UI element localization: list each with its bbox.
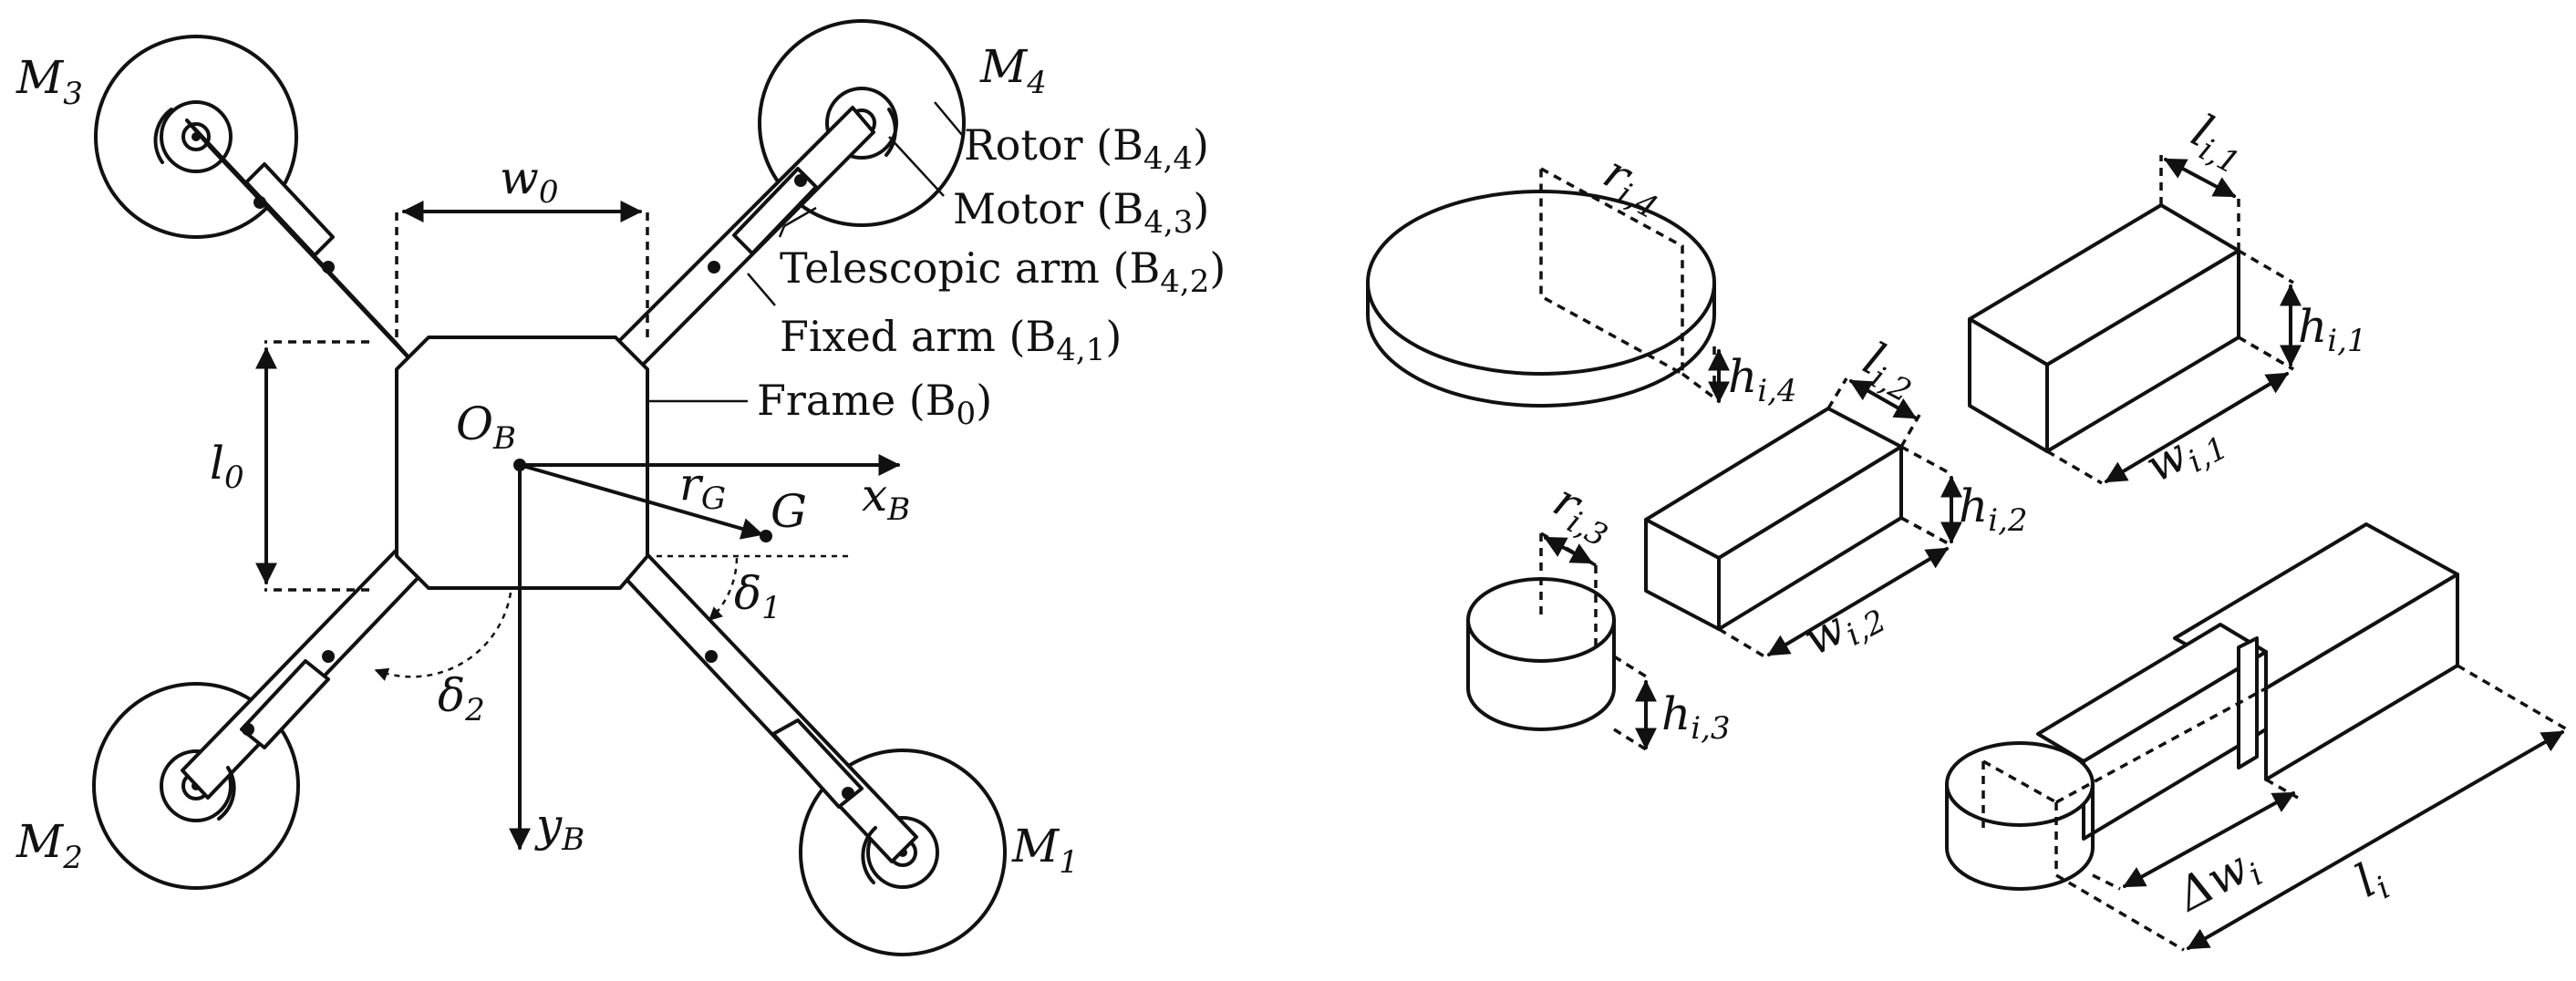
label-h-i1: hi,1 xyxy=(2298,300,2367,359)
rg-vector xyxy=(518,463,764,540)
label-rg: rG xyxy=(679,458,726,517)
motor-cylinder xyxy=(1466,532,1657,754)
callout-telescopic-arm: Telescopic arm (B4,2) xyxy=(780,243,1226,300)
label-h-i4: hi,4 xyxy=(1728,350,1797,409)
cog-point xyxy=(760,530,772,542)
component-geometry: ri,4 hi,4 li,2 hi,2 wi,2 xyxy=(1366,104,2568,952)
label-y-axis: yB xyxy=(534,799,585,858)
label-l0: l0 xyxy=(210,437,244,496)
label-m1: M1 xyxy=(1011,820,1079,881)
label-delta1: δ1 xyxy=(734,567,781,626)
label-origin: OB xyxy=(456,398,516,457)
label-w-i1: wi,1 xyxy=(2136,409,2234,499)
label-m2: M2 xyxy=(16,815,83,876)
label-m4: M4 xyxy=(979,40,1047,101)
label-delta2: δ2 xyxy=(438,669,485,728)
label-l-i: li xyxy=(2346,850,2395,914)
body-axes xyxy=(509,454,901,851)
callout-rotor: Rotor (B4,4) xyxy=(964,120,1209,177)
arm-m3 xyxy=(185,119,421,371)
callout-fixed-arm: Fixed arm (B4,1) xyxy=(780,312,1122,368)
label-h-i2: hi,2 xyxy=(1959,480,2028,539)
label-l-i2: li,2 xyxy=(1852,332,1928,409)
label-g: G xyxy=(771,485,807,538)
callout-frame: Frame (B0) xyxy=(757,376,992,432)
dim-w0 xyxy=(395,201,649,337)
rotor-cylinder xyxy=(1366,166,1730,408)
arm-m4 xyxy=(614,106,875,371)
box-i1 xyxy=(1968,155,2302,485)
angle-delta1 xyxy=(657,554,848,622)
label-delta-w: Δwi xyxy=(2167,836,2270,927)
multirotor-top-view: M3 M4 M2 M1 w0 l0 OB xB yB rG G δ1 δ2 Ro… xyxy=(16,19,1226,956)
rotation-arc-m3 xyxy=(153,108,173,164)
label-h-i3: hi,3 xyxy=(1661,687,1731,747)
rotation-arc-m1 xyxy=(861,826,877,884)
dim-l0 xyxy=(255,340,369,592)
callout-leaders xyxy=(647,101,963,403)
label-w-i2: wi,2 xyxy=(1795,583,1892,672)
rotation-arc-m4 xyxy=(885,108,897,157)
label-w0: w0 xyxy=(500,151,558,211)
callout-motor: Motor (B4,3) xyxy=(953,184,1209,241)
rotation-arc-m2 xyxy=(217,766,236,821)
angle-delta2 xyxy=(374,592,512,681)
label-m3: M3 xyxy=(16,51,83,112)
box-i2 xyxy=(1644,377,1962,658)
arm-m2 xyxy=(181,550,423,800)
label-x-axis: xB xyxy=(862,469,910,528)
assembled-arm xyxy=(1945,522,2568,952)
label-l-i1: li,1 xyxy=(2180,104,2256,181)
rotor-disk-m3 xyxy=(94,35,298,239)
